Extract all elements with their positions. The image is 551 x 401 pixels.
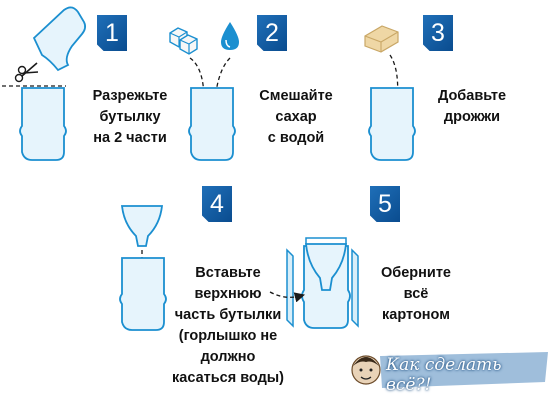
step-2-label: Смешайте сахар с водой (246, 86, 346, 149)
cut-bottle-top (32, 6, 87, 72)
step-1-line-1: Разрежьте (92, 88, 168, 104)
step-5-label: Оберните всё картоном (366, 263, 466, 326)
step-3-illustration (364, 25, 416, 161)
funnel-neck-icon (120, 205, 164, 247)
step-5-illustration (269, 237, 359, 329)
step-1-line-3: на 2 части (93, 130, 167, 146)
step-2-illustration (169, 22, 239, 161)
step-4-line-6: касаться воды) (172, 370, 284, 386)
label-pointer-arrow (269, 291, 306, 303)
step-4-illustration (119, 205, 167, 331)
cardboard-wrap (286, 248, 359, 328)
step-1-badge: 1 (97, 15, 127, 51)
yeast-block-icon (364, 25, 399, 53)
assembled-bottle (301, 237, 351, 329)
step-4-line-1: Вставьте (195, 265, 261, 281)
step-4-line-3: часть бутылки (174, 307, 282, 323)
water-arrow (210, 57, 231, 106)
step-4-badge: 4 (202, 186, 232, 222)
bottle-bottom (119, 257, 167, 331)
step-2-badge: 2 (257, 15, 287, 51)
step-3-line-2: дрожжи (443, 109, 501, 125)
step-4-line-2: верхнюю (194, 286, 262, 302)
cartoon-mascot-icon (351, 355, 381, 385)
step-1-illustration (2, 6, 87, 161)
step-1-label: Разрежьте бутылку на 2 части (80, 86, 180, 149)
step-5-badge: 5 (370, 186, 400, 222)
step-4-label: Вставьте верхнюю часть бутылки (горлышко… (165, 263, 291, 389)
step-5-line-1: Оберните (381, 265, 451, 281)
step-5-line-2: всё (403, 286, 429, 302)
step-4-line-5: должно (200, 349, 256, 365)
step-3-label: Добавьте дрожжи (422, 86, 522, 128)
step-4-line-4: (горлышко не (178, 328, 278, 344)
bottle-bottom (188, 87, 236, 161)
step-1-line-2: бутылку (99, 109, 161, 125)
step-2-line-1: Смешайте (259, 88, 333, 104)
sugar-arrow (189, 57, 210, 106)
bottle-bottom (19, 87, 67, 161)
sugar-cubes-icon (169, 27, 198, 55)
step-2-line-2: сахар (275, 109, 317, 125)
scissors-icon (14, 62, 39, 83)
step-3-badge: 3 (423, 15, 453, 51)
watermark-text: Как сделать всё?! (386, 355, 502, 395)
step-5-line-3: картоном (382, 307, 450, 323)
step-2-line-3: с водой (267, 130, 325, 146)
watermark-banner (380, 352, 548, 388)
step-3-line-1: Добавьте (437, 88, 507, 104)
water-drop-icon (221, 22, 239, 50)
bottle-bottom (368, 87, 416, 161)
